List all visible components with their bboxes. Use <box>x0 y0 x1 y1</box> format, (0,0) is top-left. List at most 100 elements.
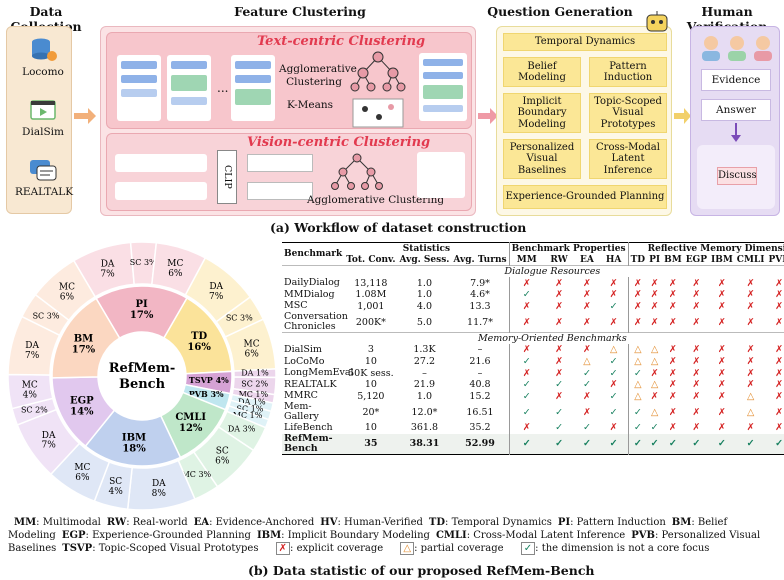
outer-slice-label: SC 3% <box>130 258 157 267</box>
prop-cell: ✓ <box>582 367 591 379</box>
dim-cell: ✗ <box>775 344 784 356</box>
dim-cell: ✗ <box>627 312 648 333</box>
prop-cell: ✓ <box>609 367 618 379</box>
prop-cell: △ <box>609 344 618 356</box>
dim-cell: △ <box>627 344 648 356</box>
row-name: LifeBench <box>284 421 333 433</box>
row-name: LongMemEval <box>284 367 354 379</box>
stat-cell: 52.99 <box>465 438 495 450</box>
row-name: LoCoMo <box>284 355 325 367</box>
legend-item: MM: Multimodal <box>14 517 101 528</box>
legend-item: TSVP: Topic-Scoped Visual Prototypes <box>62 543 259 554</box>
dim-cell: △ <box>650 356 659 368</box>
col-dim: EGP <box>685 254 708 265</box>
dim-cell: ✗ <box>650 367 659 379</box>
dim-cell: ✗ <box>692 390 701 402</box>
dim-cell: ✗ <box>746 289 755 301</box>
question-generation-panel: Temporal Dynamics Belief Modeling Patter… <box>496 11 672 216</box>
donut-center-label: RefMem- <box>109 361 175 376</box>
vision-centric-panel: Vision-centric Clustering CLIP Agglomera… <box>106 133 472 211</box>
q-topic: Topic-Scoped Visual Prototypes <box>589 93 667 133</box>
arrow-icon <box>674 108 691 124</box>
data-collection-panel: Locomo DialSim REALTALK <box>6 26 73 214</box>
prop-cell: ✓ <box>609 438 618 450</box>
prop-cell: ✓ <box>555 406 564 418</box>
dim-cell: ✗ <box>668 316 677 328</box>
outer-slice-label: DA 1% <box>241 369 269 378</box>
dim-cell: ✗ <box>668 406 677 418</box>
check-icon: ✓ <box>520 542 536 555</box>
stat-cell: 27.2 <box>413 356 436 368</box>
dim-cell: ✗ <box>668 277 677 289</box>
stat-cell: 4.6* <box>470 289 490 301</box>
stat-cell: 1,001 <box>357 300 385 312</box>
dim-cell: ✗ <box>746 422 755 434</box>
dim-cell: ✗ <box>668 289 677 301</box>
dim-cell: ✗ <box>746 379 755 391</box>
prop-cell: ✗ <box>555 367 564 379</box>
legend-item: PVB: Personalized Visual <box>631 530 761 541</box>
dim-cell: △ <box>746 406 755 418</box>
stat-cell: 5.0 <box>416 316 432 328</box>
prop-cell: ✗ <box>555 356 564 368</box>
dataset-label: Locomo <box>22 66 64 78</box>
dim-cell: ✗ <box>668 422 677 434</box>
stat-cell: 50K sess. <box>348 367 394 379</box>
col-stat: Avg. Sess. <box>399 254 450 265</box>
dim-cell: ✗ <box>668 356 677 368</box>
cross-icon: ✗ <box>275 542 291 555</box>
prop-cell: ✗ <box>555 277 564 289</box>
legend-item: TD: Temporal Dynamics <box>428 517 552 528</box>
stat-cell: 20* <box>362 406 380 418</box>
dim-cell: ✗ <box>668 300 677 312</box>
dim-cell: ✗ <box>717 390 726 402</box>
dim-cell: ✓ <box>650 422 659 434</box>
col-dim: TD <box>627 254 648 266</box>
prop-cell: ✗ <box>508 277 544 289</box>
dim-cell: ✗ <box>668 344 677 356</box>
row-name: REALTALK <box>284 378 337 390</box>
stat-cell: 21.9 <box>413 379 436 391</box>
dataset-label: DialSim <box>22 126 64 138</box>
dim-cell: ✓ <box>717 438 726 450</box>
dim-cell: △ <box>627 378 648 391</box>
outer-slice-label: MC 1% <box>233 411 263 420</box>
stat-cell: – <box>477 344 483 356</box>
q-implicit: Implicit Boundary Modeling <box>503 93 581 133</box>
q-personalized: Personalized Visual Baselines <box>503 139 581 179</box>
dim-cell: ✓ <box>650 438 659 450</box>
col-stat: Avg. Turns <box>453 254 507 265</box>
stat-cell: 13,118 <box>354 277 388 289</box>
dim-cell: ✗ <box>717 406 726 418</box>
tree-icon <box>350 51 406 128</box>
dim-cell: ✗ <box>717 277 726 289</box>
vision-centric-title: Vision-centric Clustering <box>247 135 431 150</box>
prop-cell: ✓ <box>609 356 618 368</box>
group-dims: Reflective Memory Dimensions <box>627 242 784 255</box>
feature-row <box>247 182 313 200</box>
stat-cell: 200K* <box>355 316 386 328</box>
q-experience: Experience-Grounded Planning <box>503 185 667 209</box>
dim-cell: ✗ <box>692 289 701 301</box>
outer-slice-label: DA 3% <box>228 424 256 433</box>
legend-text: : the dimension is not a core focus <box>535 543 710 554</box>
prop-cell: ✗ <box>555 344 564 356</box>
donut-center-label: Bench <box>119 377 166 392</box>
dim-cell: ✗ <box>627 300 648 313</box>
dim-cell: ✗ <box>692 356 701 368</box>
dim-cell: ✗ <box>746 367 755 379</box>
prop-cell: ✗ <box>582 300 591 312</box>
stat-cell: 12.0* <box>411 406 438 418</box>
prop-cell: ✗ <box>508 367 544 379</box>
inner-slice <box>51 297 121 379</box>
prop-cell: ✓ <box>508 390 544 403</box>
prop-cell: ✓ <box>582 422 591 434</box>
outer-slice-label: SC 3% <box>33 311 60 320</box>
dim-cell: △ <box>627 390 648 403</box>
